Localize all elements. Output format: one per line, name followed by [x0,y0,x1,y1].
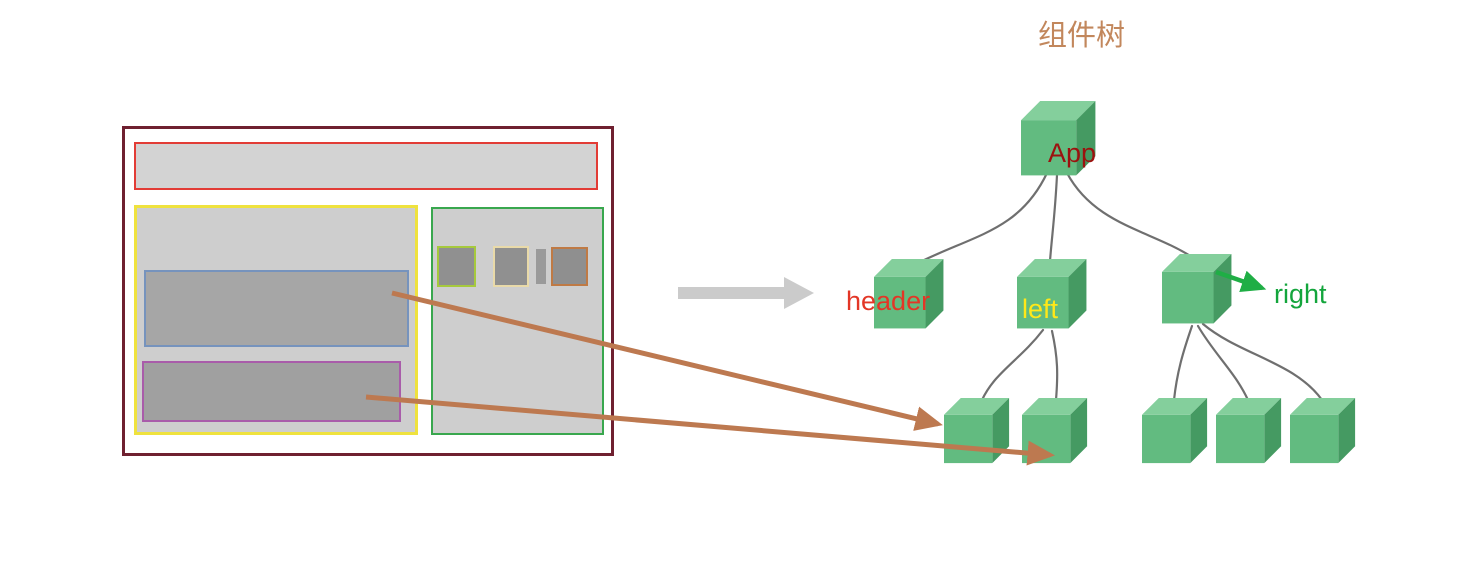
wireframe-right-strip [536,249,546,284]
right-pointer-arrow [1215,269,1267,292]
tree-connectors [918,171,1324,402]
wireframe-header-block [134,142,598,190]
connector-app-right [1065,171,1194,259]
wireframe-right-item-2 [493,246,529,287]
node-label-right: right [1274,279,1327,309]
wireframe-right-panel [431,207,604,435]
node-cube-right-child-3 [1290,398,1356,464]
node-cube-left-child-1 [944,398,1010,464]
connector-app-left [1048,173,1059,263]
connector-left-c2 [1050,329,1059,402]
transform-arrow-icon [678,277,814,309]
connector-right-c1 [1172,324,1194,402]
connector-app-header [918,171,1049,264]
node-cube-right-child-1 [1142,398,1208,464]
wireframe-left-child-blue [144,270,409,347]
node-label-left: left [1022,294,1059,324]
diagram-title: 组件树 [1038,20,1126,52]
connector-right-c2 [1196,324,1250,402]
node-cube-right [1162,254,1232,324]
wireframe-left-child-purple [142,361,401,422]
wireframe-right-item-3 [551,247,588,286]
wireframe-right-item-1 [437,246,476,287]
node-cube-left-child-2 [1022,398,1088,464]
node-cube-right-child-2 [1216,398,1282,464]
node-label-header: header [846,286,931,316]
connector-right-c3 [1201,322,1324,402]
connector-left-c1 [980,328,1045,402]
node-label-app: App [1048,138,1097,168]
